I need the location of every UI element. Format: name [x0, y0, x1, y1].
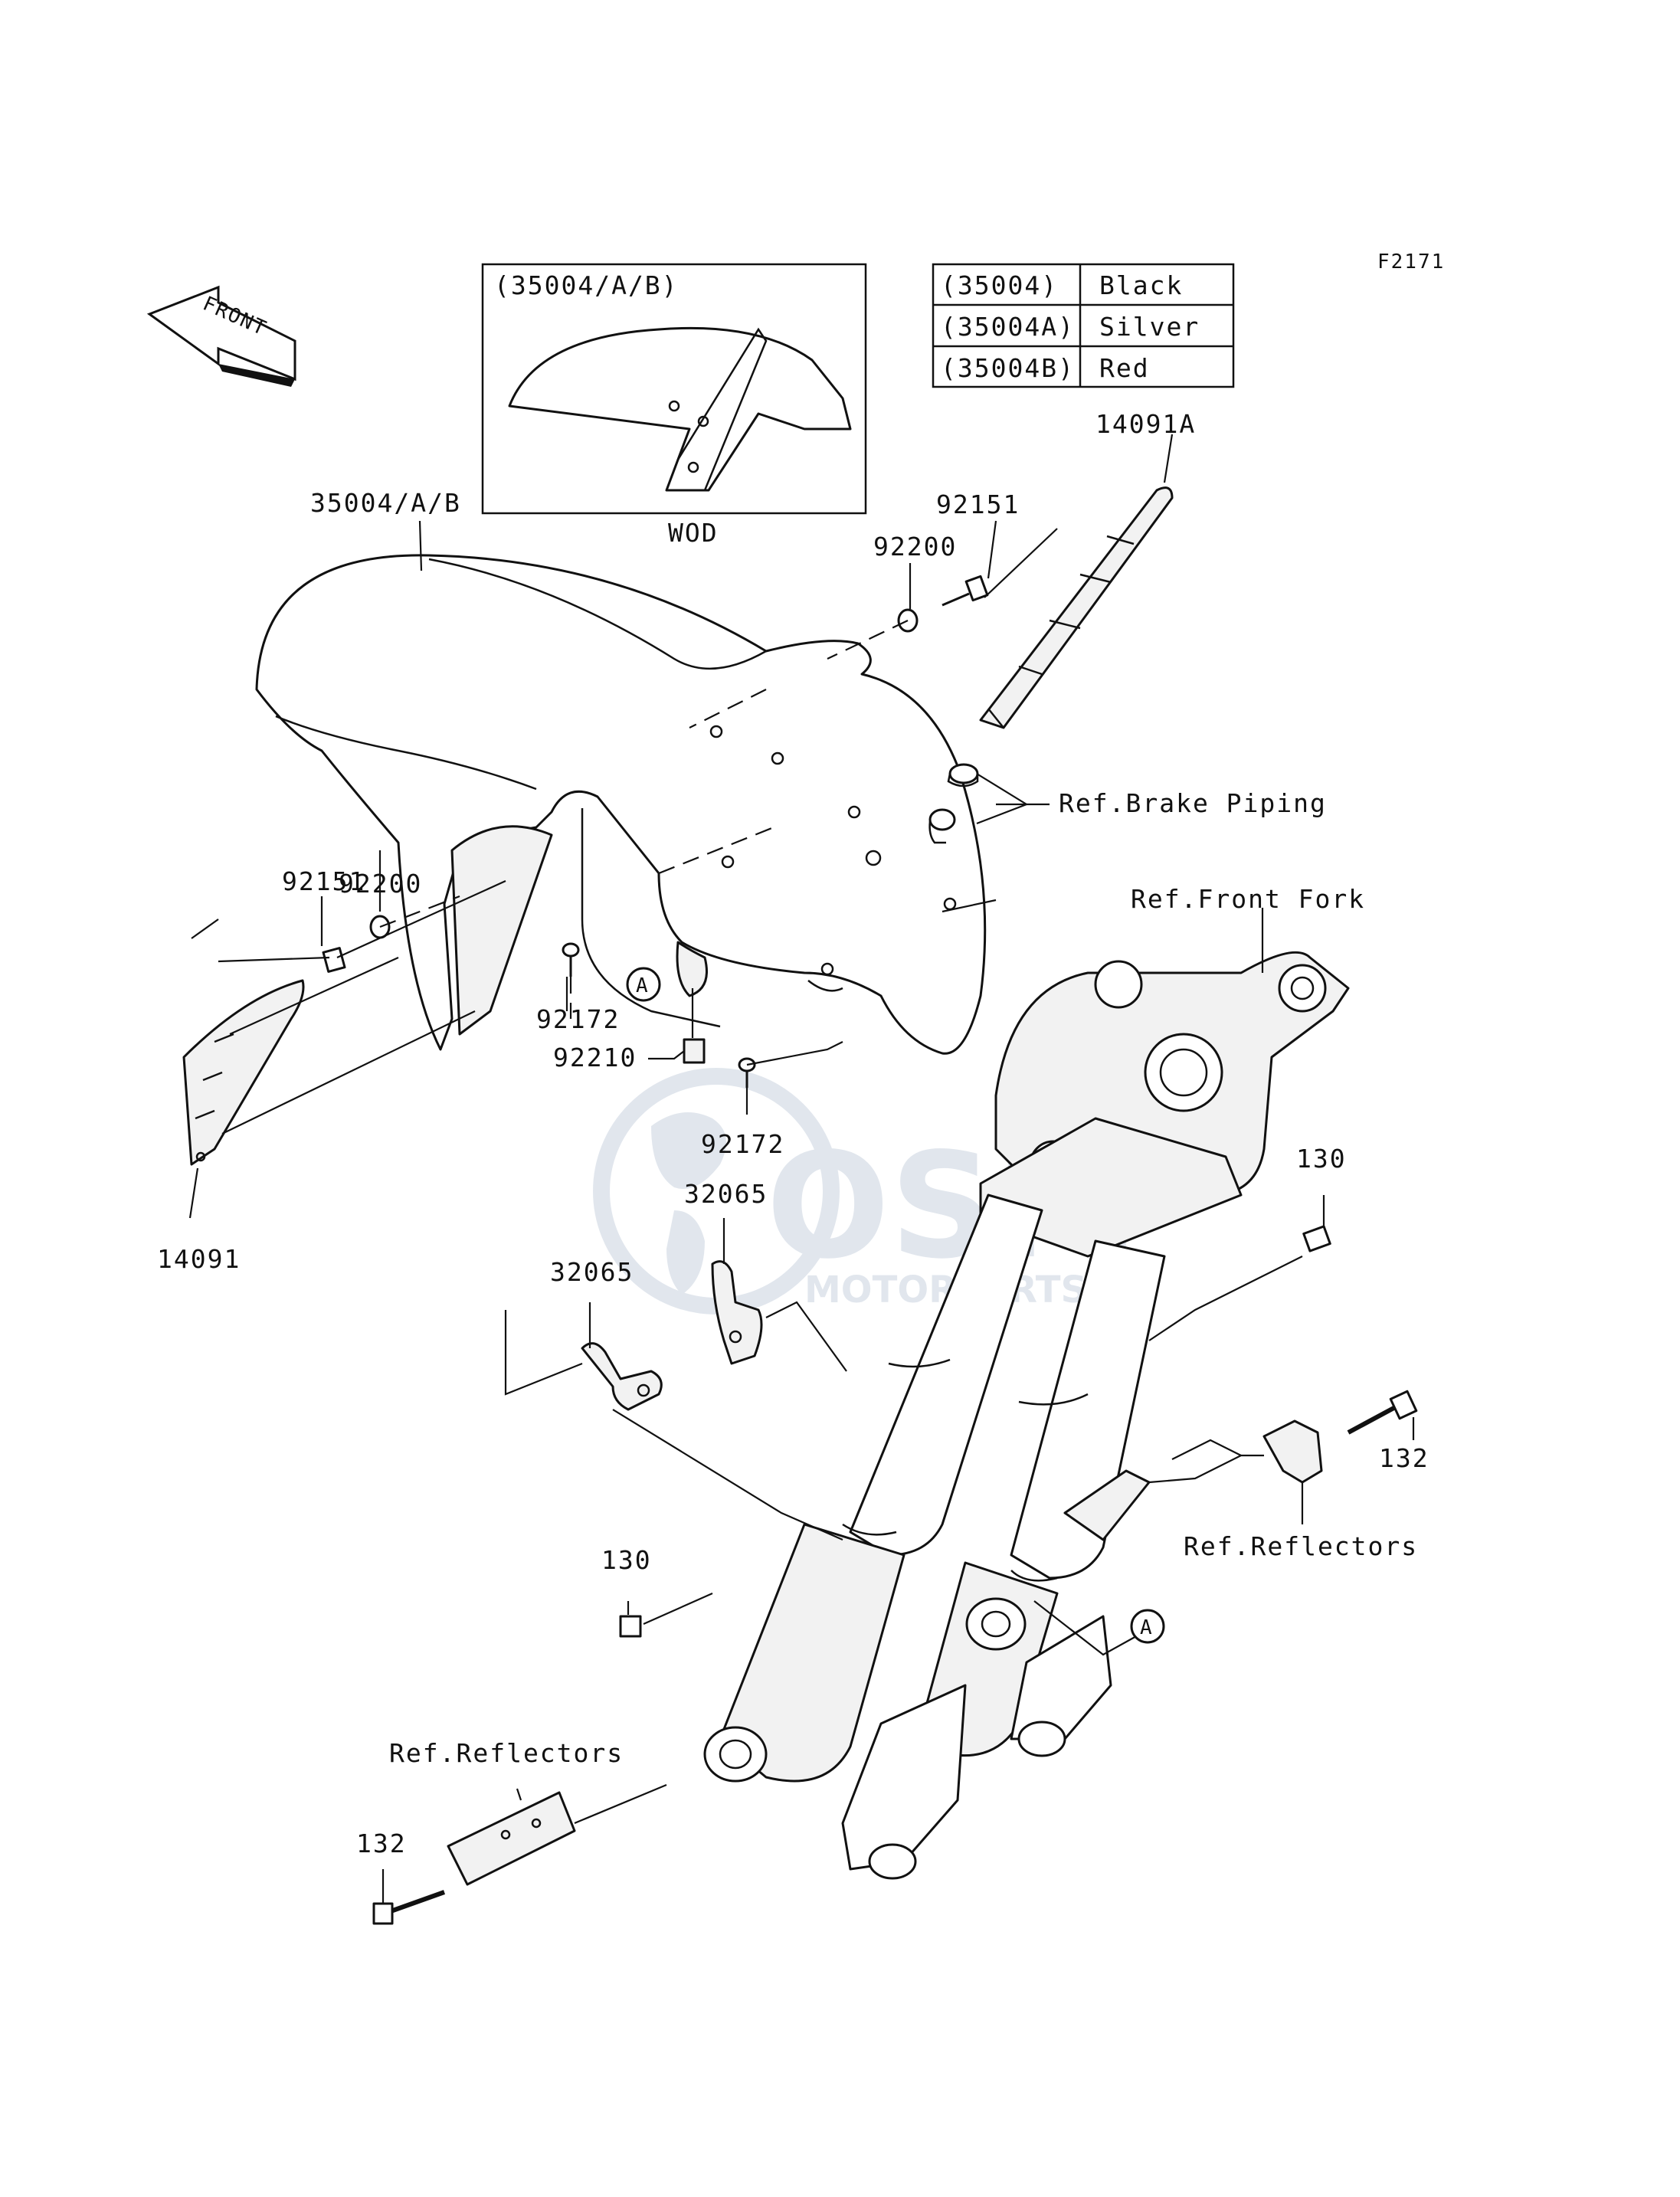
assembly-lines	[221, 528, 1058, 1135]
leader-lines	[188, 434, 1415, 1904]
bracket-32065-b	[711, 1260, 763, 1365]
color-code-red: (35004B)	[941, 353, 1075, 383]
label-92210: 92210	[553, 1043, 637, 1072]
diagram-id: F2171	[1377, 250, 1445, 273]
label-92200-left: 92200	[339, 869, 422, 899]
color-name-silver: Silver	[1099, 312, 1200, 342]
fender-variant-inset: (35004/A/B) WOD	[481, 263, 867, 548]
color-name-black: Black	[1099, 270, 1183, 300]
brake-clamp-lower	[928, 808, 956, 844]
svg-text:A: A	[636, 974, 650, 997]
inset-title: (35004/A/B)	[494, 270, 679, 300]
svg-text:A: A	[1140, 1616, 1154, 1639]
color-code-silver: (35004A)	[941, 312, 1075, 342]
label-14091: 14091	[157, 1244, 241, 1274]
front-fork-assembly	[703, 951, 1350, 1880]
front-fender	[255, 554, 987, 1055]
label-92172-b: 92172	[701, 1129, 784, 1159]
label-32065-b: 32065	[684, 1179, 768, 1209]
label-132-left: 132	[356, 1829, 407, 1858]
nut-92210	[683, 1038, 706, 1064]
label-130-right: 130	[1296, 1144, 1347, 1174]
label-130-left: 130	[601, 1545, 652, 1575]
label-92200-right: 92200	[873, 532, 957, 562]
bolt-130-left	[619, 1615, 642, 1638]
color-name-red: Red	[1099, 353, 1150, 383]
callout-a-left: A	[626, 967, 661, 1002]
color-code-black: (35004)	[941, 270, 1058, 300]
cover-14091a	[979, 486, 1174, 729]
bolt-130-right	[1302, 1225, 1331, 1252]
label-92151-right: 92151	[936, 489, 1020, 519]
inset-fender-drawing	[508, 326, 852, 492]
screw-92172-a	[562, 942, 580, 977]
label-92172-a: 92172	[536, 1004, 620, 1034]
bolt-132-left	[372, 1890, 446, 1925]
callout-a-right: A	[1130, 1609, 1165, 1644]
cover-14091	[182, 979, 305, 1166]
ref-reflectors-right: Ref.Reflectors	[1184, 1531, 1418, 1561]
label-fender: 35004/A/B	[310, 488, 461, 518]
label-92151-left: 92151	[282, 866, 365, 896]
bracket-32065-a	[581, 1342, 663, 1411]
inset-caption: WOD	[668, 518, 719, 548]
dashed-assembly-lines	[379, 620, 909, 1019]
bolt-132-right	[1347, 1390, 1418, 1435]
label-32065-a: 32065	[550, 1257, 634, 1287]
label-132-right: 132	[1379, 1443, 1429, 1473]
label-cover-14091a: 14091A	[1095, 409, 1196, 439]
reflector-bracket-right	[1262, 1419, 1323, 1484]
brake-clamp-upper	[947, 763, 979, 787]
ref-front-fork: Ref.Front Fork	[1131, 884, 1365, 914]
bolt-92151-right	[942, 575, 989, 607]
ref-reflectors-left: Ref.Reflectors	[389, 1738, 624, 1768]
color-table: (35004) Black (35004A) Silver (35004B) R…	[932, 263, 1235, 388]
watermark-continents	[651, 1112, 726, 1295]
ref-brake-piping: Ref.Brake Piping	[1059, 788, 1327, 818]
front-arrow-icon: FRONT	[146, 285, 296, 387]
reflector-bracket-left	[447, 1791, 576, 1886]
bolt-92151-left	[322, 947, 346, 973]
